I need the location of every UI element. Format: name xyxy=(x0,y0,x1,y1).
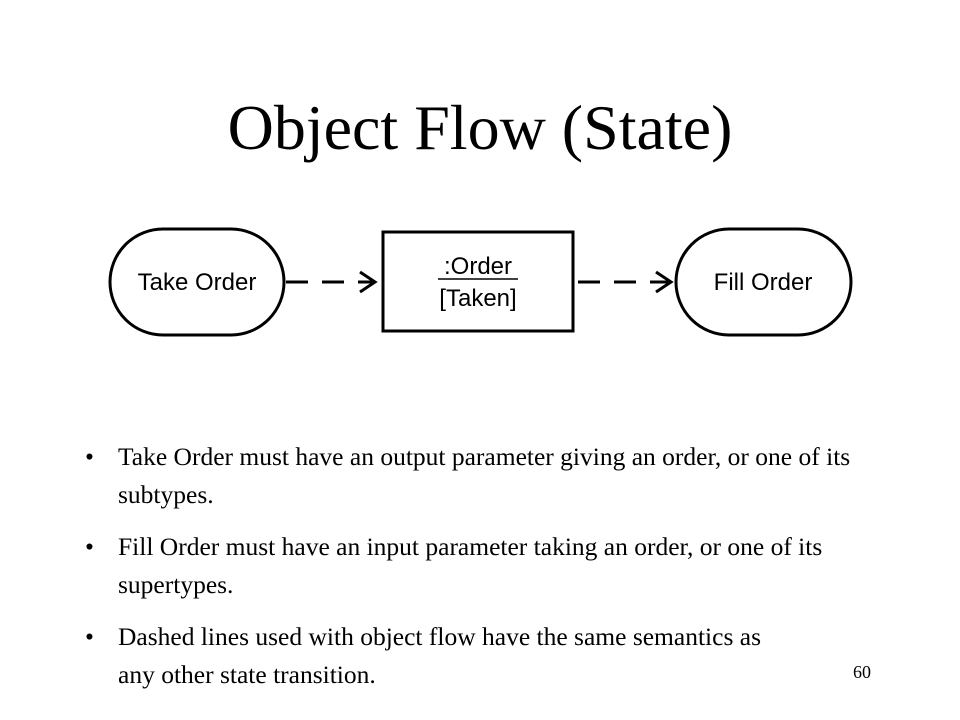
take-order-action-state: Take Order xyxy=(108,227,286,337)
bullet-item: • Dashed lines used with object flow hav… xyxy=(85,618,885,694)
arrowhead-2 xyxy=(655,270,674,294)
arrowhead-1 xyxy=(359,270,378,294)
bullet-icon: • xyxy=(85,442,94,471)
order-object-box xyxy=(381,230,575,333)
fill-order-label: Fill Order xyxy=(714,269,813,296)
fill-order-action-state: Fill Order xyxy=(674,227,853,337)
take-order-shape xyxy=(108,227,286,337)
bullet-item: • Take Order must have an output paramet… xyxy=(85,438,885,514)
bullet-text: Fill Order must have an input parameter … xyxy=(118,532,823,599)
fill-order-shape xyxy=(674,227,853,337)
bullet-icon: • xyxy=(85,532,94,561)
order-object-state: [Taken] xyxy=(439,285,516,312)
bullet-text: Dashed lines used with object flow have … xyxy=(118,622,761,689)
dashed-flow-arrow-2 xyxy=(578,270,674,294)
slide-title: Object Flow (State) xyxy=(227,92,733,163)
dashed-flow-arrow-1 xyxy=(286,270,378,294)
order-object-name: :Order xyxy=(444,253,512,280)
bullet-item: • Fill Order must have an input paramete… xyxy=(85,528,885,604)
take-order-label: Take Order xyxy=(138,269,257,296)
page-number: 60 xyxy=(853,662,871,682)
bullet-text: Take Order must have an output parameter… xyxy=(118,442,851,509)
bullet-icon: • xyxy=(85,622,94,651)
order-object-node: :Order [Taken] xyxy=(381,230,575,333)
bullet-list: • Take Order must have an output paramet… xyxy=(85,438,885,694)
